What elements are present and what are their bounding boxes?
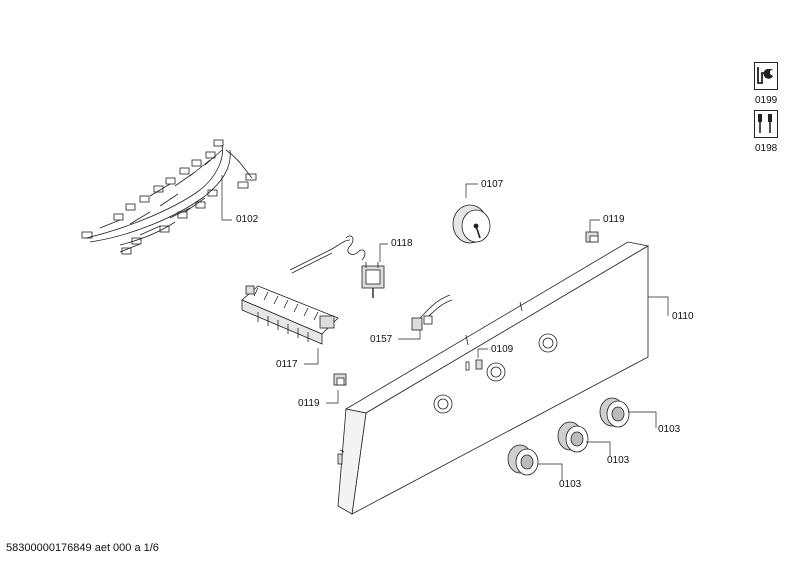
knob-0103-right [599, 397, 630, 428]
label-0117: 0117 [276, 359, 298, 370]
label-0119-upper: 0119 [603, 214, 625, 225]
document-footer: 58300000176849 aet 000 a 1/6 [6, 542, 159, 554]
wiring-0157 [411, 294, 453, 331]
label-0103-right: 0103 [658, 424, 681, 435]
indicator-0109 [465, 359, 483, 371]
clip-0119-upper [585, 231, 599, 243]
knob-0103-left [507, 444, 539, 476]
label-0119-lower: 0119 [298, 398, 320, 409]
label-0118: 0118 [391, 238, 413, 249]
screwdrivers-icon [754, 110, 778, 138]
label-0107: 0107 [481, 179, 504, 190]
wiring-harness [81, 139, 257, 255]
tool-label-0198: 0198 [755, 143, 778, 154]
knob-0103-middle [557, 421, 589, 453]
clip-0119-lower [333, 373, 347, 386]
control-panel [337, 241, 650, 515]
label-0157: 0157 [370, 334, 393, 345]
label-0102: 0102 [236, 214, 259, 225]
label-0103-left: 0103 [559, 479, 582, 490]
tool-label-0199: 0199 [755, 95, 778, 106]
leader-lines [221, 175, 669, 480]
terminal-block-0117 [241, 285, 339, 345]
label-0109: 0109 [491, 344, 514, 355]
thermostat-0118 [289, 235, 385, 298]
label-0103-middle: 0103 [607, 455, 630, 466]
label-0110: 0110 [672, 311, 694, 322]
rotary-switch-0107 [452, 204, 491, 244]
wrench-screwdriver-icon [754, 62, 778, 90]
